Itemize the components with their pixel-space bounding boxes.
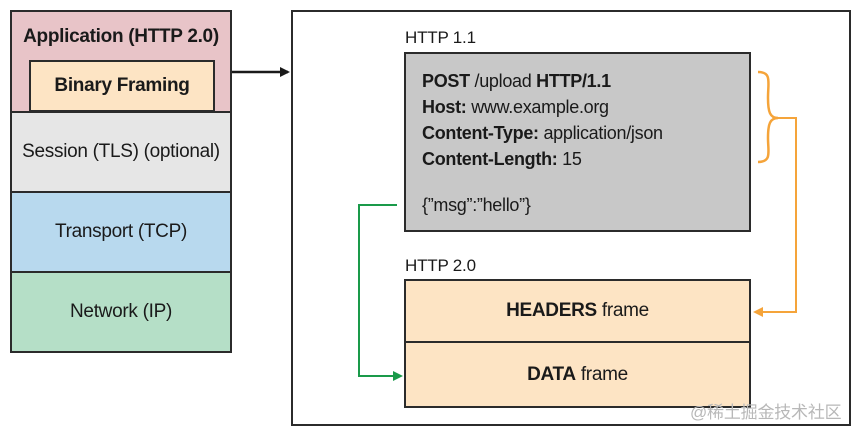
header-name: Content-Type: (422, 123, 539, 143)
session-layer-label: Session (TLS) (optional) (22, 141, 220, 162)
headers-brace-icon (757, 70, 779, 164)
binary-framing-label: Binary Framing (54, 75, 190, 96)
header-line: Content-Length: 15 (422, 146, 749, 172)
header-value: 15 (557, 149, 582, 169)
request-version: HTTP/1.1 (536, 71, 611, 91)
header-value: application/json (538, 123, 663, 143)
application-layer-label: Application (HTTP 2.0) (23, 26, 219, 47)
request-method: POST (422, 71, 470, 91)
headers-connector (753, 117, 797, 317)
transport-layer-label: Transport (TCP) (54, 221, 188, 242)
data-frame: DATA frame (404, 341, 751, 408)
header-line: Host: www.example.org (422, 94, 749, 120)
session-layer: Session (TLS) (optional) (10, 111, 232, 193)
http11-title: HTTP 1.1 (405, 28, 476, 47)
header-value: www.example.org (466, 97, 609, 117)
request-path: /upload (469, 71, 537, 91)
headers-frame-suffix: frame (596, 300, 649, 321)
http2-title: HTTP 2.0 (405, 256, 476, 275)
request-body: {”msg”:”hello”} (422, 195, 531, 215)
network-layer: Network (IP) (10, 271, 232, 353)
request-line: POST /upload HTTP/1.1 (422, 68, 749, 94)
data-frame-suffix: frame (575, 363, 628, 385)
data-connector (358, 204, 403, 381)
headers-frame: HEADERS frame (404, 279, 751, 343)
http11-request-box: POST /upload HTTP/1.1 Host: www.example.… (404, 52, 751, 232)
header-name: Host: (422, 97, 467, 117)
headers-frame-keyword: HEADERS (506, 300, 597, 321)
header-name: Content-Length: (422, 149, 558, 169)
watermark: @稀土掘金技术社区 (690, 403, 842, 422)
header-line: Content-Type: application/json (422, 120, 749, 146)
network-layer-label: Network (IP) (70, 301, 172, 322)
data-frame-keyword: DATA (527, 363, 576, 385)
